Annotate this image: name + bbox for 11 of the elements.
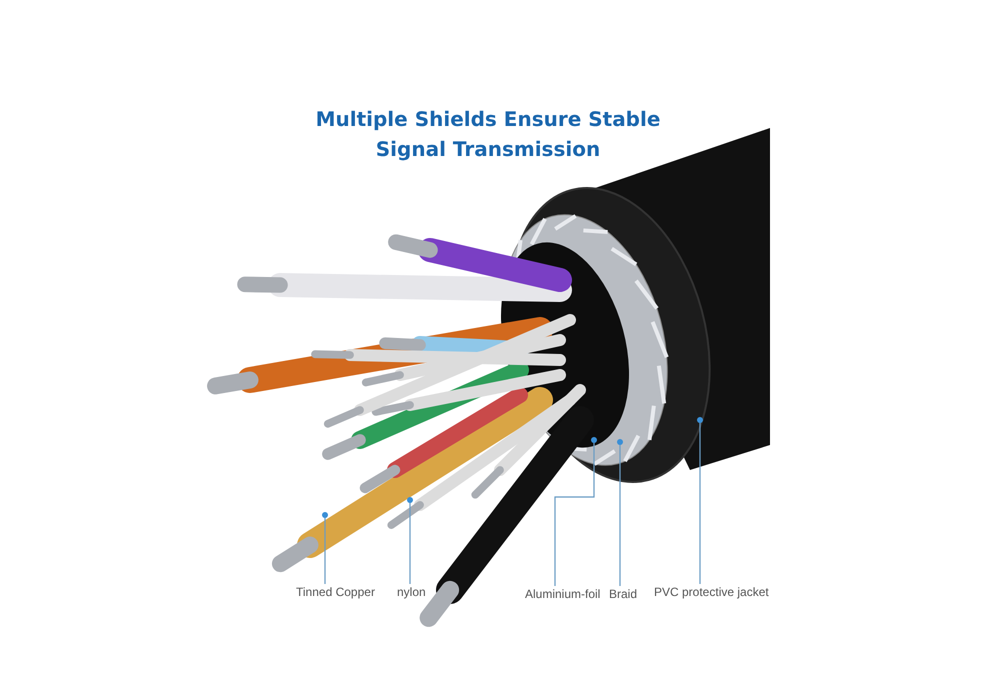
- part-label: PVC protective jacket: [654, 585, 769, 599]
- part-label: nylon: [397, 585, 426, 599]
- part-label: Braid: [609, 587, 638, 601]
- part-label: Aluminium-foil: [525, 587, 600, 601]
- part-label: Tinned Copper: [296, 585, 375, 599]
- leader-line: [322, 512, 328, 584]
- leader-line: [697, 417, 703, 584]
- leader-line: [554, 437, 597, 586]
- leader-line: [617, 439, 623, 586]
- title: Multiple Shields Ensure Stable Signal Transmission: [314, 106, 662, 163]
- leader-line: [407, 497, 413, 584]
